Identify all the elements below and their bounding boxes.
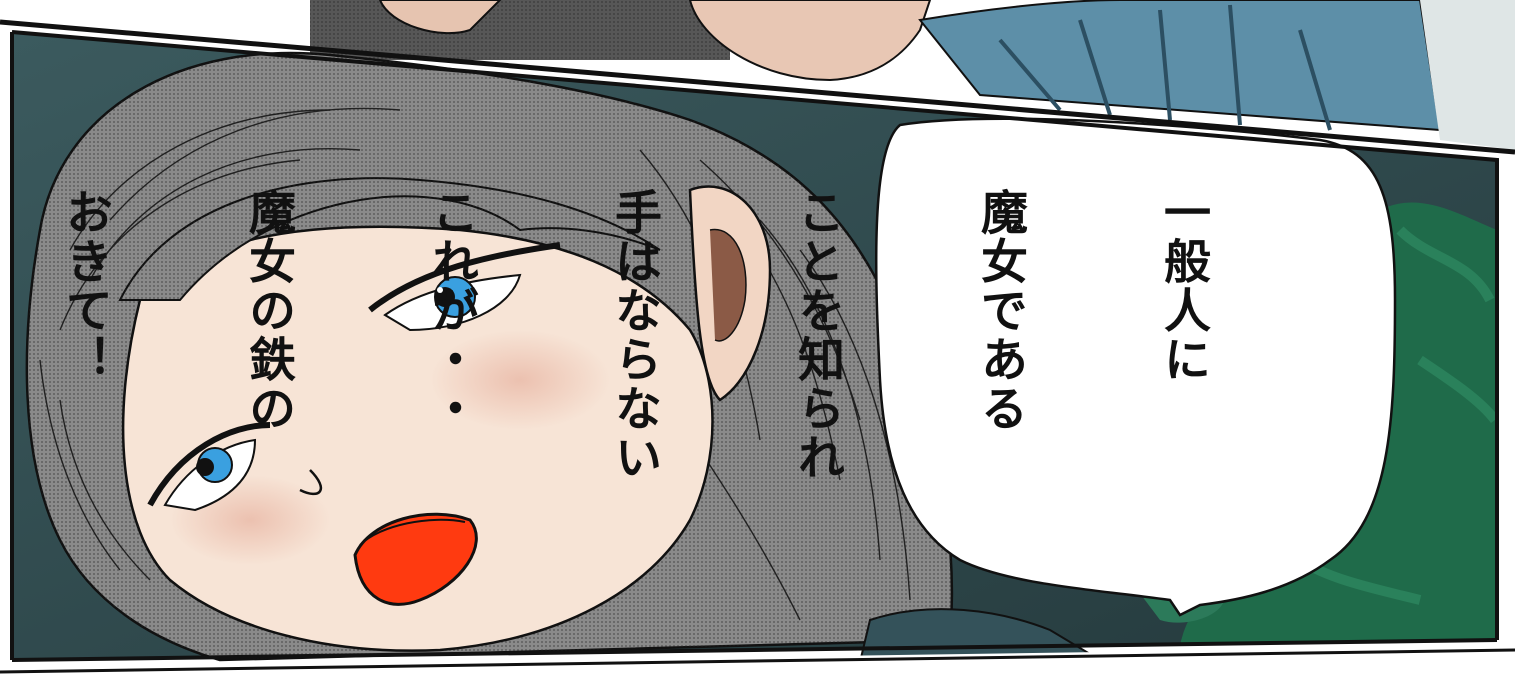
speech-line: 魔女の鉄の xyxy=(240,188,295,433)
speech-line: ことを知られ xyxy=(789,188,844,482)
panel-border xyxy=(10,30,1499,662)
speech-bubble xyxy=(874,117,1397,617)
top-panel xyxy=(0,0,1515,155)
speech-line: 一般人に xyxy=(1155,188,1210,384)
character-eye-lower xyxy=(147,422,271,512)
character-eye-upper xyxy=(368,242,561,332)
speech-bubble-text: 一般人に 魔女である ことを知られ 手はならない これが・・ 魔女の鉄の おきて… xyxy=(57,188,1335,488)
character-ear xyxy=(688,185,772,402)
character-mouth xyxy=(353,512,478,606)
speech-line: おきて！ xyxy=(57,188,112,384)
bottom-panel xyxy=(0,646,1515,675)
speech-line: 手はならない xyxy=(606,188,661,482)
character-nose xyxy=(299,469,322,496)
speech-line: これが・・ xyxy=(423,188,478,433)
speech-line: 魔女である xyxy=(972,188,1027,433)
